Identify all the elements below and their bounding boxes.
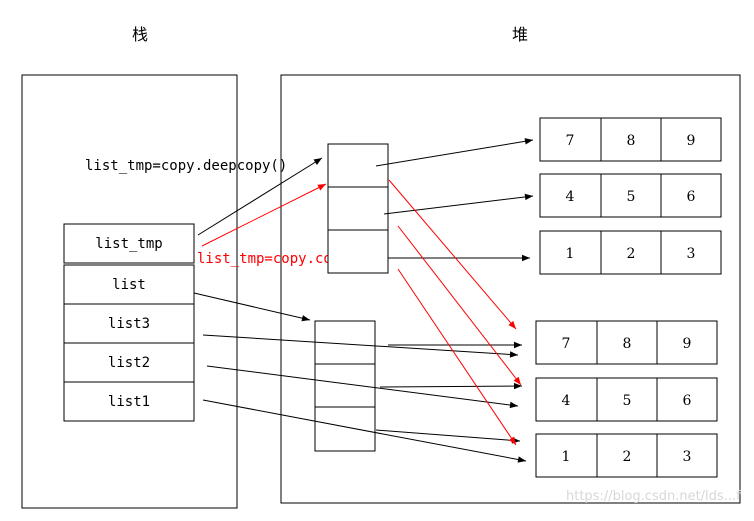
value-cell <box>656 320 718 365</box>
reference-arrows <box>193 138 534 463</box>
value-text: 7 <box>566 133 575 149</box>
value-text: 4 <box>562 393 571 409</box>
arrow-list-to-outer <box>193 292 311 322</box>
stack-var-list1 <box>63 381 195 422</box>
deepcopy-outer-list <box>327 143 389 274</box>
stack-var-label: list <box>112 277 146 293</box>
value-cell <box>660 173 722 218</box>
value-text: 3 <box>687 246 696 262</box>
pointer-cell <box>327 229 389 274</box>
heap-title: 堆 <box>512 25 528 44</box>
stack-title: 栈 <box>132 25 148 44</box>
value-cell <box>539 117 602 162</box>
arrow-shallow-cell-2 <box>397 225 522 386</box>
stack-variables: list_tmp list list3 list2 list1 <box>63 223 195 422</box>
stack-var-list2 <box>63 342 195 383</box>
value-text: 4 <box>566 189 575 205</box>
original-outer-list <box>314 320 376 452</box>
shallow-copy-arrows <box>201 179 522 446</box>
deepcopy-label: list_tmp=copy.deepcopy() <box>85 158 287 174</box>
pointer-cell <box>314 363 376 408</box>
value-cell <box>656 433 718 478</box>
arrow-list2 <box>206 365 519 409</box>
value-text: 1 <box>566 246 575 262</box>
stack-var-list <box>63 264 195 305</box>
arrow-list3 <box>202 334 519 358</box>
value-text: 7 <box>562 336 571 352</box>
value-cell <box>656 377 718 422</box>
value-cell <box>660 230 722 275</box>
value-cell <box>596 433 658 478</box>
value-cell <box>539 230 602 275</box>
stack-var-list-tmp <box>63 223 195 264</box>
value-cell <box>596 377 658 422</box>
value-cell <box>660 117 722 162</box>
original-inner-lists: 7 8 9 4 5 6 1 2 3 <box>535 320 718 478</box>
value-text: 3 <box>683 449 692 465</box>
value-text: 1 <box>562 449 571 465</box>
value-text: 2 <box>623 449 632 465</box>
watermark: https://blog.csdn.net/lds...f <box>566 489 741 504</box>
arrow-orig-cell-3 <box>375 429 521 444</box>
stack-var-label: list_tmp <box>95 236 162 252</box>
pointer-cell <box>314 406 376 452</box>
arrow-copy-to-outer <box>201 183 327 247</box>
value-text: 5 <box>627 189 636 205</box>
arrow-list1 <box>202 399 527 463</box>
value-text: 6 <box>687 189 696 205</box>
arrow-orig-cell-2 <box>379 382 523 390</box>
value-text: 5 <box>623 393 632 409</box>
value-text: 8 <box>627 133 636 149</box>
arrow-deep-cell-2 <box>383 193 534 215</box>
value-cell <box>539 173 602 218</box>
value-text: 9 <box>683 336 692 352</box>
copy-label: list_tmp=copy.copy() <box>197 251 366 267</box>
arrow-shallow-cell-3 <box>397 268 517 446</box>
value-cell <box>535 433 598 478</box>
arrow-deepcopy-to-outer <box>197 157 323 236</box>
arrow-deep-cell-1 <box>375 138 534 167</box>
value-text: 6 <box>683 393 692 409</box>
value-text: 2 <box>627 246 636 262</box>
value-cell <box>600 117 662 162</box>
deepcopy-inner-lists: 7 8 9 4 5 6 1 2 3 <box>539 117 722 275</box>
value-text: 9 <box>687 133 696 149</box>
value-text: 8 <box>623 336 632 352</box>
stack-var-label: list2 <box>108 355 150 371</box>
value-cell <box>596 320 658 365</box>
arrow-shallow-cell-1 <box>388 179 517 330</box>
value-cell <box>535 377 598 422</box>
stack-var-label: list1 <box>108 394 150 410</box>
stack-var-label: list3 <box>108 316 150 332</box>
value-cell <box>600 230 662 275</box>
pointer-cell <box>327 186 389 231</box>
